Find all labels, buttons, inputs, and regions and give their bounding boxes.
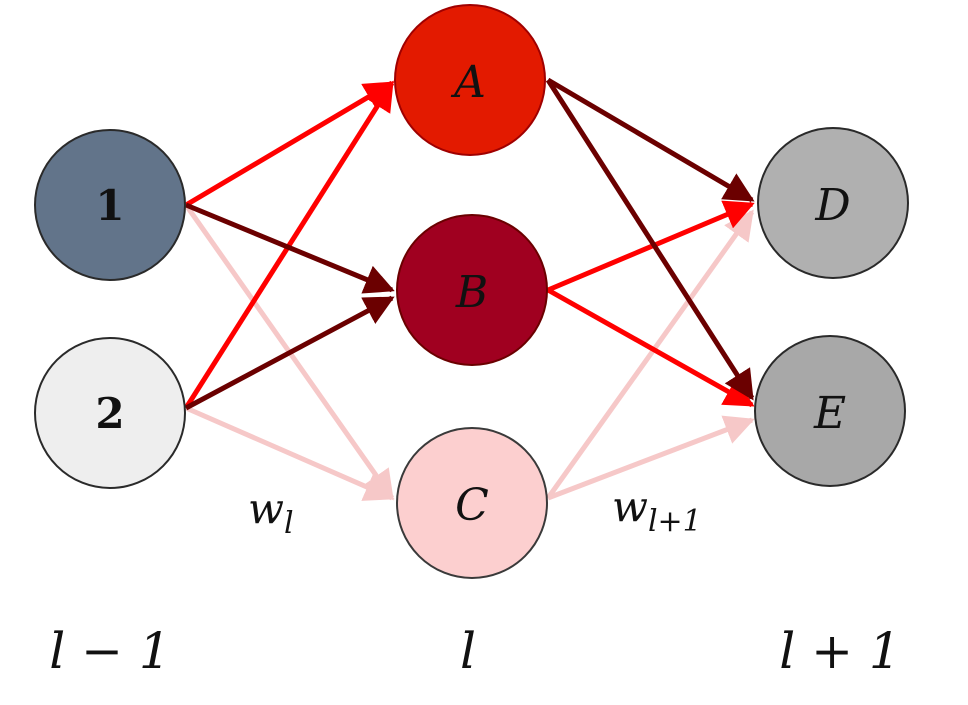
edge-2-to-B bbox=[184, 295, 395, 411]
node-D: D bbox=[757, 127, 909, 279]
node-A-label: A bbox=[450, 57, 486, 108]
node-D-label: D bbox=[814, 180, 850, 231]
layer-label-next: l + 1 bbox=[779, 622, 900, 680]
node-C: C bbox=[396, 427, 548, 579]
node-1-label: 1 bbox=[95, 181, 124, 230]
node-E-circle bbox=[754, 335, 906, 487]
edge-1-to-B bbox=[185, 202, 395, 294]
node-C-circle bbox=[396, 427, 548, 579]
edge-1-to-A bbox=[184, 80, 395, 208]
weight-label-wl-base: w bbox=[248, 484, 284, 533]
edge-C-to-D bbox=[545, 209, 755, 500]
edges-wl bbox=[183, 80, 395, 501]
weight-label-wl: wl bbox=[248, 484, 294, 541]
weight-label-wl-sub: l bbox=[284, 506, 294, 541]
node-E-label: E bbox=[813, 388, 846, 439]
node-2-circle bbox=[34, 337, 186, 489]
edges-wl1 bbox=[545, 77, 755, 501]
node-B-label: B bbox=[455, 267, 488, 318]
edge-A-to-E bbox=[545, 78, 755, 401]
node-1-circle bbox=[34, 129, 186, 281]
node-B-circle bbox=[396, 214, 548, 366]
weight-label-wl1: wl+1 bbox=[612, 482, 702, 539]
node-A-circle bbox=[394, 4, 546, 156]
node-2-label: 2 bbox=[95, 389, 124, 438]
edge-2-to-C bbox=[184, 405, 395, 501]
edge-A-to-D bbox=[546, 77, 755, 203]
weight-label-wl1-sub: l+1 bbox=[648, 504, 702, 539]
edge-B-to-E bbox=[546, 287, 755, 408]
node-C-label: C bbox=[455, 480, 489, 531]
node-B: B bbox=[396, 214, 548, 366]
weight-label-wl1-base: w bbox=[612, 482, 648, 531]
edge-B-to-D bbox=[547, 200, 755, 293]
node-2: 2 bbox=[34, 337, 186, 489]
layer-label-curr: l bbox=[460, 622, 476, 680]
node-D-circle bbox=[757, 127, 909, 279]
edge-C-to-E bbox=[547, 415, 755, 501]
node-E: E bbox=[754, 335, 906, 487]
node-A: A bbox=[394, 4, 546, 156]
layer-label-prev: l − 1 bbox=[49, 622, 170, 680]
node-1: 1 bbox=[34, 129, 186, 281]
